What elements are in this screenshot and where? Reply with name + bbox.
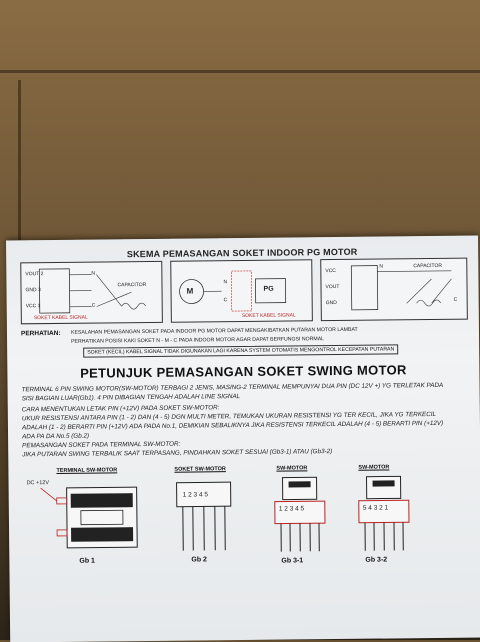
box-inner-edge (18, 80, 21, 240)
perhatian-line-3: SOKET (KECIL) KABEL SIGNAL TIDAK DIGUNAK… (83, 344, 398, 357)
gb31-title: SW-MOTOR (276, 465, 307, 471)
gb32-pins: 5 4 3 2 1 (363, 504, 388, 511)
diagram-center: M PG N C SOKET KABEL SIGNAL (170, 259, 313, 322)
instruction-line-2: SISI BAGIAN LUAR(Gb1). 4 PIN DIBAGIAN TE… (22, 393, 241, 402)
gb1-terminal-drawing (37, 483, 148, 552)
label-right-vout: VOUT (325, 284, 339, 290)
instruction-line-7: PEMASANGAN SOKET PADA TERMINAL SW-MOTOR: (22, 441, 180, 450)
instruction-line-6: ADA PA DA No.5 (Gb.2) (22, 433, 89, 441)
label-right-n: N (379, 264, 383, 270)
label-n: N (91, 271, 95, 277)
gb1-label: Gb 1 (79, 558, 95, 565)
gb32-label: Gb 3-2 (365, 556, 387, 563)
gb1-title: TERMINAL SW-MOTOR (56, 467, 117, 474)
instruction-sheet: SKEMA PEMASANGAN SOKET INDOOR PG MOTOR V… (6, 236, 480, 642)
label-vout: VOUT 2 (25, 271, 43, 277)
instruction-line-1: TERMINAL 6 PIN SWING MOTOR(SW-MOTOR) TER… (22, 382, 444, 393)
diagram-left: VOUT 2 GND 3 VCC 1 N C CAPACITOR SOKET K… (20, 261, 163, 324)
gb2-label: Gb 2 (191, 556, 207, 563)
label-center-c: C (224, 297, 228, 303)
perhatian-line-1: KESALAHAN PEMASANGAN SOKET PADA INDOOR P… (71, 327, 358, 336)
caption-center-socket: SOKET KABEL SIGNAL (242, 312, 296, 319)
gb31-pins: 1 2 3 4 5 (279, 505, 304, 512)
perhatian-line-2: PERHATIKAN POSISI KAKI SOKET N - M - C P… (71, 336, 324, 345)
gb2-socket-drawing (168, 476, 239, 555)
label-right-c: C (454, 297, 458, 303)
label-vcc: VCC 1 (26, 303, 41, 309)
gb2-title: SOKET SW-MOTOR (174, 466, 225, 473)
swing-motor-title: PETUNJUK PEMASANGAN SOKET SWING MOTOR (7, 362, 479, 382)
diagram-right: VCC VOUT GND N C CAPACITOR (320, 258, 468, 322)
gb31-socket-drawing (264, 473, 335, 556)
label-right-vcc: VCC (325, 268, 336, 274)
label-right-capacitor: CAPACITOR (413, 263, 442, 269)
caption-socket: SOKET KABEL SIGNAL (34, 315, 88, 322)
perhatian-label: PERHATIAN: (21, 330, 61, 337)
box-flap-seam (0, 70, 480, 73)
label-capacitor: CAPACITOR (117, 282, 146, 288)
label-c: C (92, 303, 96, 309)
label-right-gnd: GND (326, 300, 337, 306)
label-center-n: N (223, 279, 227, 285)
gb32-title: SW-MOTOR (358, 464, 389, 470)
instruction-line-8: JIKA PUTARAN SWING TERBALIK SAAT TERPASA… (22, 448, 332, 458)
instruction-line-3: CARA MENENTUKAN LETAK PIN (+12V) PADA SO… (22, 404, 220, 413)
gb31-label: Gb 3-1 (281, 557, 303, 564)
label-gnd: GND 3 (26, 287, 41, 293)
diagram-right-wiring (321, 259, 467, 321)
gb2-pins: 1 2 3 4 5 (183, 491, 208, 498)
gb32-socket-drawing (348, 472, 419, 555)
pg-symbol: PG (264, 286, 274, 293)
motor-symbol: M (187, 287, 194, 296)
